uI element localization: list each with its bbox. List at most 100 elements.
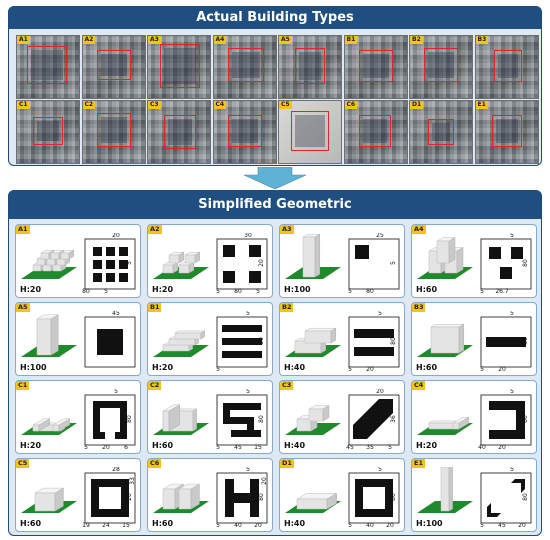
aerial-photo-texture (410, 36, 472, 98)
block-side (54, 487, 64, 512)
aerial-photo-texture (475, 101, 538, 163)
dimension-label: 15 (122, 522, 130, 529)
dimension-label: 5 (480, 366, 484, 373)
block-front (302, 236, 316, 278)
building-photo: A1 (16, 35, 80, 99)
block-front (162, 344, 190, 352)
model-block (174, 330, 206, 340)
dimension-label: 5 (216, 366, 220, 373)
building-photo: C1 (16, 100, 80, 164)
3d-model-sketch (153, 404, 209, 435)
plan-footprint (489, 401, 525, 410)
plan-courtyard (491, 483, 521, 513)
actual-building-types-title: Actual Building Types (9, 7, 541, 29)
dimension-label: 80 (258, 337, 265, 345)
building-photo: A4 (212, 35, 277, 99)
block-front (34, 492, 56, 512)
aerial-photo-texture (344, 101, 407, 163)
building-photo: E1 (474, 100, 539, 164)
plan-footprint (93, 401, 100, 439)
plan-footprint (486, 337, 526, 347)
plan-group (84, 472, 136, 524)
building-highlight-box (291, 111, 329, 151)
block-front (42, 264, 52, 272)
dimension-label: 5 (510, 389, 514, 395)
block-front (168, 254, 180, 264)
model-block (178, 483, 201, 510)
block-side (194, 251, 201, 264)
dimension-label: 5 (480, 288, 484, 295)
model-label: C4 (412, 381, 426, 390)
plan-group (480, 394, 532, 446)
model-label: B1 (148, 303, 162, 312)
plan-frame (348, 316, 400, 368)
block-side (178, 251, 185, 264)
model-label: C2 (148, 381, 162, 390)
model-block (162, 404, 181, 432)
model-block (162, 261, 179, 274)
model-label: D1 (280, 459, 294, 468)
dimension-label: 20 (498, 366, 506, 373)
plan-group (84, 316, 136, 368)
height-value: H:60 (416, 363, 438, 372)
building-photo: C6 (343, 100, 408, 164)
plan-footprint (222, 338, 262, 345)
height-value: H:100 (20, 363, 47, 372)
photo-label: C3 (148, 101, 161, 109)
dimension-label: 5 (104, 288, 108, 295)
height-value: H:20 (152, 285, 174, 294)
dimension-label: 20 (518, 522, 526, 529)
model-block (184, 251, 201, 264)
block-front (36, 318, 52, 356)
building-footprint (31, 50, 63, 80)
building-highlight-box (96, 113, 131, 147)
model-label: C1 (16, 381, 30, 390)
model-block (436, 237, 456, 264)
building-photo: D1 (409, 100, 473, 164)
building-footprint (231, 52, 260, 78)
building-highlight-box (160, 44, 200, 88)
aerial-photo-texture (213, 101, 276, 163)
plan-footprint (231, 430, 261, 437)
block-front (32, 264, 42, 272)
photo-label: B3 (475, 36, 489, 44)
block-front (162, 264, 174, 274)
model-block (168, 251, 185, 264)
building-highlight-box (358, 115, 391, 147)
building-photo: B3 (474, 35, 539, 99)
3d-model-sketch (153, 483, 209, 513)
dimension-label: 5 (246, 311, 250, 317)
dimension-label: 5 (348, 366, 352, 373)
block-front (36, 258, 46, 266)
height-value: H:100 (416, 519, 443, 528)
model-block (430, 323, 465, 354)
plan-footprint (225, 493, 259, 503)
dimension-label: 40 (478, 444, 486, 451)
dimension-label: 5 (216, 444, 220, 451)
block-front (174, 332, 202, 340)
plan-footprint (511, 247, 523, 259)
plan-view: 5 80 5 (216, 311, 268, 373)
3d-model-sketch (285, 233, 341, 279)
plan-footprint (249, 245, 261, 257)
block-side (38, 418, 51, 432)
block-front (46, 258, 56, 266)
3d-model-sketch (21, 249, 77, 279)
building-footprint (164, 48, 196, 84)
aerial-photo-texture (279, 36, 341, 98)
3d-model-sketch (285, 492, 341, 513)
building-highlight-box (491, 115, 522, 147)
plan-group (216, 472, 268, 524)
plan-footprint (223, 403, 261, 410)
